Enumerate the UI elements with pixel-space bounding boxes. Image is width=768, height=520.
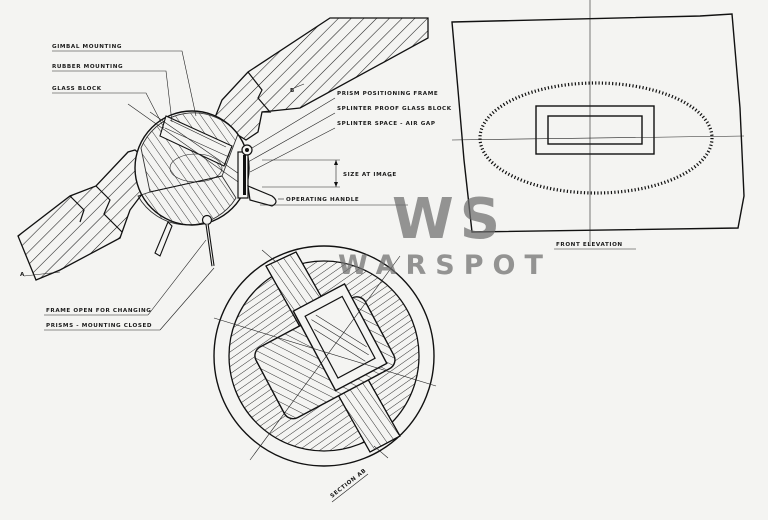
section-view: A B: [17, 17, 429, 281]
watermark-name: WARSPOT: [338, 250, 552, 281]
right-labels: PRISM POSITIONING FRAME SPLINTER PROOF G…: [247, 91, 452, 206]
label-rubber-mounting: RUBBER MOUNTING: [52, 64, 123, 70]
left-labels: GIMBAL MOUNTING RUBBER MOUNTING GLASS BL…: [52, 44, 197, 129]
label-prism-positioning-frame: PRISM POSITIONING FRAME: [337, 91, 438, 97]
operating-handle: [247, 185, 277, 207]
watermark: WS WARSPOT: [338, 187, 552, 281]
label-frame-open: FRAME OPEN FOR CHANGING: [46, 308, 151, 314]
label-gimbal-mounting: GIMBAL MOUNTING: [52, 44, 122, 50]
front-elevation-view: FRONT ELEVATION: [451, 0, 745, 250]
vision-opening-outline: [478, 81, 714, 195]
marker-b: B: [290, 88, 295, 94]
label-splinter-proof-glass: SPLINTER PROOF GLASS BLOCK: [337, 106, 452, 112]
label-glass-block: GLASS BLOCK: [52, 86, 102, 92]
glass-block: [159, 115, 233, 167]
label-front-elevation: FRONT ELEVATION: [556, 242, 623, 248]
watermark-logo: WS: [392, 187, 506, 252]
label-size-at-image: SIZE AT IMAGE: [343, 172, 397, 178]
label-operating-handle: OPERATING HANDLE: [286, 197, 359, 203]
frame-open-labels: FRAME OPEN FOR CHANGING PRISMS - MOUNTIN…: [44, 239, 215, 331]
label-section-ab: SECTION AB: [330, 468, 368, 500]
label-prisms-closed: PRISMS - MOUNTING CLOSED: [46, 323, 152, 329]
marker-a: A: [20, 272, 25, 278]
vision-block: [547, 115, 643, 145]
label-splinter-space: SPLINTER SPACE - AIR GAP: [337, 121, 436, 127]
section-ab-view: SECTION AB: [213, 245, 437, 503]
